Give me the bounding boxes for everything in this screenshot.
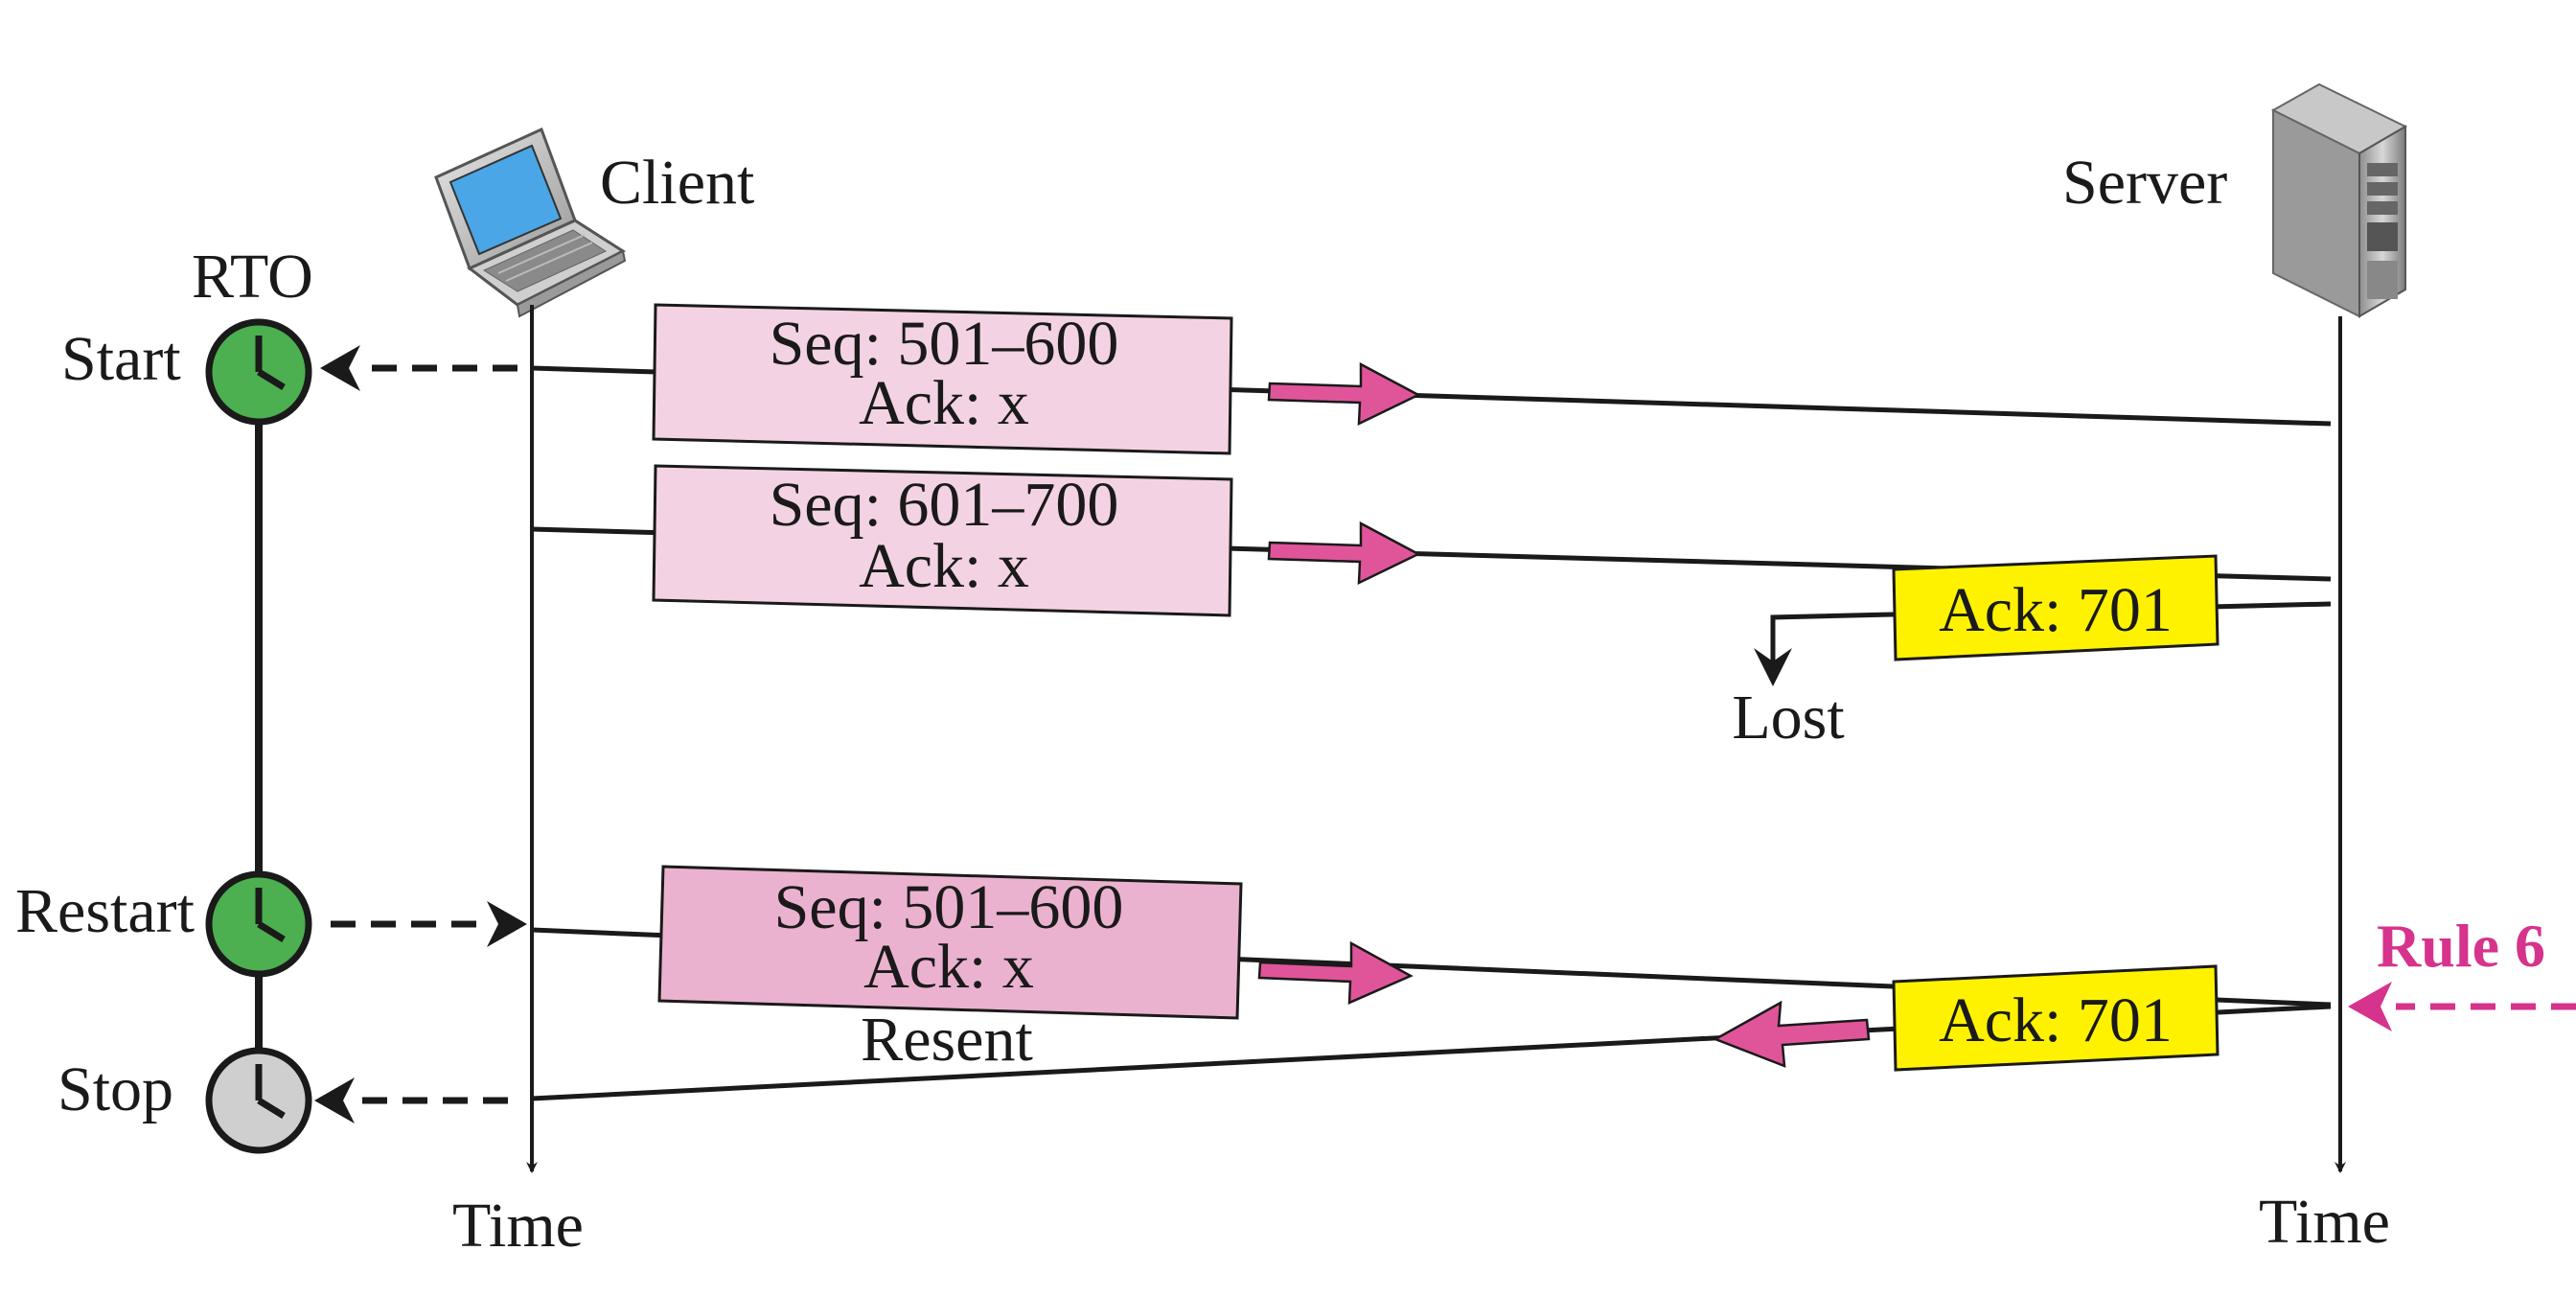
ack-2-direction-arrow: [1713, 1000, 1871, 1068]
segment-1-direction-arrow: [1267, 361, 1421, 427]
segment-1-box: [652, 303, 1233, 455]
server-time-label: Time: [2259, 1187, 2390, 1257]
laptop-icon: [434, 127, 627, 318]
segment-3-resent-note: Resent: [861, 1005, 1033, 1075]
server-icon: [2270, 82, 2408, 318]
rto-stop-label: Stop: [58, 1054, 173, 1124]
segment-3-box: [657, 865, 1243, 1020]
ack-1-box: [1892, 554, 2220, 661]
rule-6-dashed-arrow: [2348, 982, 2576, 1031]
stop-dashed-arrow: [314, 1077, 508, 1123]
ack-2-label: Ack: 701: [1939, 985, 2173, 1055]
client-label: Client: [600, 148, 754, 218]
start-dashed-arrow: [320, 345, 518, 391]
timer-stop-icon: [205, 1047, 312, 1154]
server-label: Server: [2062, 148, 2227, 218]
segment-2-ack: Ack: x: [859, 531, 1029, 601]
ack-1-label: Ack: 701: [1939, 575, 2173, 645]
segment-3-direction-arrow: [1257, 940, 1414, 1005]
timer-restart-icon: [205, 870, 312, 978]
ack-1-lost-note: Lost: [1732, 683, 1844, 753]
ack-2-box: [1892, 964, 2220, 1072]
client-time-label: Time: [452, 1191, 584, 1261]
timer-start-icon: [205, 318, 312, 426]
segment-1-ack: Ack: x: [859, 368, 1029, 438]
restart-dashed-arrow: [331, 901, 527, 947]
rule-6-label: Rule 6: [2377, 912, 2545, 980]
segment-3-seq: Seq: 501–600: [774, 872, 1124, 942]
ack-1-lost-arrowhead: [1754, 648, 1792, 686]
segment-3-ack: Ack: x: [863, 932, 1034, 1002]
rto-title: RTO: [192, 242, 313, 312]
rto-start-label: Start: [61, 324, 181, 394]
rto-restart-label: Restart: [15, 876, 195, 946]
segment-2-seq: Seq: 601–700: [770, 470, 1119, 540]
segment-2-direction-arrow: [1267, 521, 1421, 586]
segment-1-seq: Seq: 501–600: [770, 309, 1119, 379]
segment-2-box: [652, 464, 1233, 617]
